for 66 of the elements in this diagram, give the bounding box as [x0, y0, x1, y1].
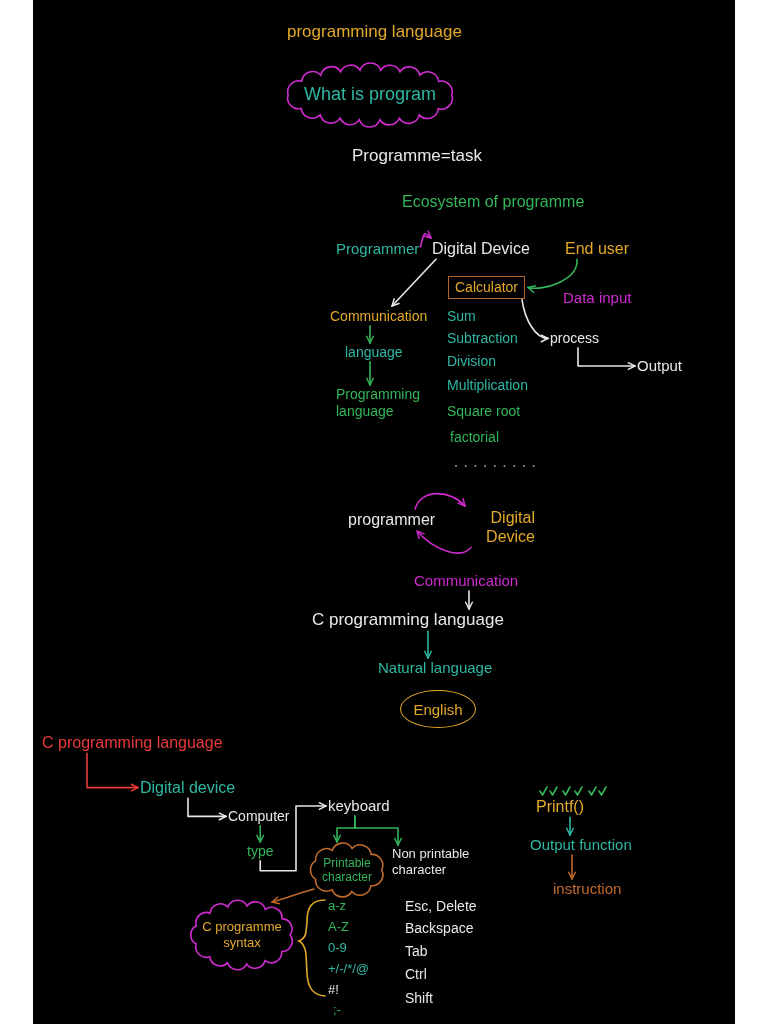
arrow — [565, 816, 575, 836]
concept-label: Digital Device — [432, 239, 530, 259]
list-item: Sum — [447, 308, 476, 325]
concept-label: End user — [565, 239, 630, 259]
arrow — [259, 801, 327, 872]
concept-label: keyboard — [328, 797, 390, 815]
list-item: Ctrl — [405, 966, 427, 983]
concept-label: Output — [637, 357, 683, 375]
note-text: Programme=task — [352, 146, 482, 167]
list-item: Division — [447, 353, 496, 370]
list-item: Tab — [405, 943, 428, 960]
arrow — [354, 815, 403, 846]
bubble-text: Printable character — [321, 855, 373, 885]
concept-label: Digital Device — [463, 508, 535, 547]
arrow — [567, 854, 577, 880]
list-item: factorial — [450, 429, 500, 446]
list-item: +/-/*/@ — [328, 961, 369, 977]
list-item: a-z — [328, 898, 347, 914]
list-item: A-Z — [328, 919, 349, 935]
concept-label: Natural language — [378, 659, 493, 677]
list-item: ;- — [333, 1002, 341, 1018]
arrow — [521, 299, 549, 342]
arrow — [577, 347, 636, 371]
concept-label: programmer — [348, 510, 436, 530]
concept-label: type — [247, 843, 274, 860]
arrow — [365, 325, 375, 344]
concept-label: C programming language — [42, 733, 223, 753]
arrow — [255, 825, 265, 843]
framed-label: Calculator — [448, 276, 526, 299]
bubble-text: What is program — [302, 84, 437, 106]
list-item: #! — [328, 982, 339, 998]
concept-label: Communication — [414, 572, 519, 590]
list-item: Backspace — [405, 920, 474, 937]
arrow — [423, 630, 433, 659]
section-heading: Ecosystem of programme — [402, 192, 585, 212]
concept-label: process — [550, 330, 600, 347]
concept-label: Printf() — [536, 797, 584, 817]
list-item: Square root — [447, 403, 521, 420]
concept-label: C programming language — [312, 610, 504, 631]
arrow — [419, 229, 432, 248]
arrow — [416, 530, 472, 554]
concept-label: Digital device — [140, 778, 236, 798]
arrow — [391, 258, 437, 307]
edge-label: Data input — [561, 289, 634, 308]
list-item: Subtraction — [447, 330, 518, 347]
arrow — [271, 888, 315, 905]
arrow — [187, 797, 227, 821]
list-item: Shift — [405, 990, 433, 1007]
bubble-text: C programme syntax — [201, 919, 283, 951]
concept-label: language — [345, 344, 403, 361]
list-item: Multiplication — [447, 377, 528, 394]
page-title: programming language — [287, 22, 462, 43]
concept-label: Non printable character — [392, 846, 484, 878]
arrow — [464, 590, 474, 610]
arrow — [86, 752, 139, 792]
concept-label: Communication — [330, 308, 428, 325]
arrow — [365, 361, 375, 386]
list-item: 0-9 — [328, 940, 347, 956]
list-item: Esc, Delete — [405, 898, 477, 915]
arrow — [527, 258, 578, 293]
concept-label: Programmer — [336, 240, 420, 258]
concept-label: Computer — [228, 808, 290, 825]
concept-label: Programming language — [336, 386, 432, 420]
concept-label: instruction — [553, 880, 622, 898]
arrow — [414, 492, 466, 510]
concept-label: Output function — [530, 836, 632, 854]
